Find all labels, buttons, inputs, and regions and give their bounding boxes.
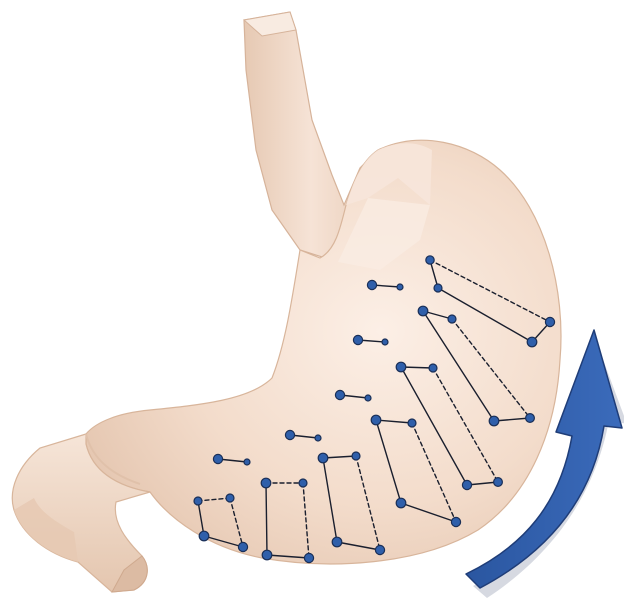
anchor-dot — [367, 280, 376, 289]
anchor-dot — [353, 335, 362, 344]
anchor-dot — [299, 479, 307, 487]
anchor-dot — [244, 459, 250, 465]
anchor-dot — [262, 550, 272, 560]
anchor-dot — [429, 364, 437, 372]
anchor-dot — [451, 517, 460, 526]
anchor-dot — [315, 435, 321, 441]
anchor-dot — [462, 480, 471, 489]
anchor-dot — [352, 452, 360, 460]
anchor-dot — [489, 416, 499, 426]
anchor-dot — [526, 414, 535, 423]
anchor-dot — [434, 284, 442, 292]
anchor-dot — [318, 453, 328, 463]
anchor-dot — [213, 454, 222, 463]
anchor-dot — [261, 478, 271, 488]
anchor-dot — [382, 339, 388, 345]
anchor-dot — [335, 390, 344, 399]
anchor-dot — [408, 419, 416, 427]
anchor-dot — [418, 306, 428, 316]
anchor-dot — [396, 498, 406, 508]
anchor-dot — [199, 531, 209, 541]
anchor-dot — [194, 497, 202, 505]
anchor-dot — [304, 553, 313, 562]
anchor-dot — [426, 256, 434, 264]
anchor-dot — [545, 317, 554, 326]
anchor-dot — [285, 430, 294, 439]
anchor-dot — [371, 415, 381, 425]
anchor-dot — [396, 362, 406, 372]
anchor-dot — [365, 395, 371, 401]
anchor-dot — [332, 537, 342, 547]
anchor-dot — [375, 545, 384, 554]
stomach-illustration — [12, 12, 561, 592]
anchor-dot — [397, 284, 403, 290]
anchor-dot — [226, 494, 234, 502]
anchor-dot — [527, 337, 537, 347]
anchor-dot — [238, 542, 247, 551]
anchor-dot — [448, 315, 456, 323]
anchor-dot — [494, 478, 503, 487]
